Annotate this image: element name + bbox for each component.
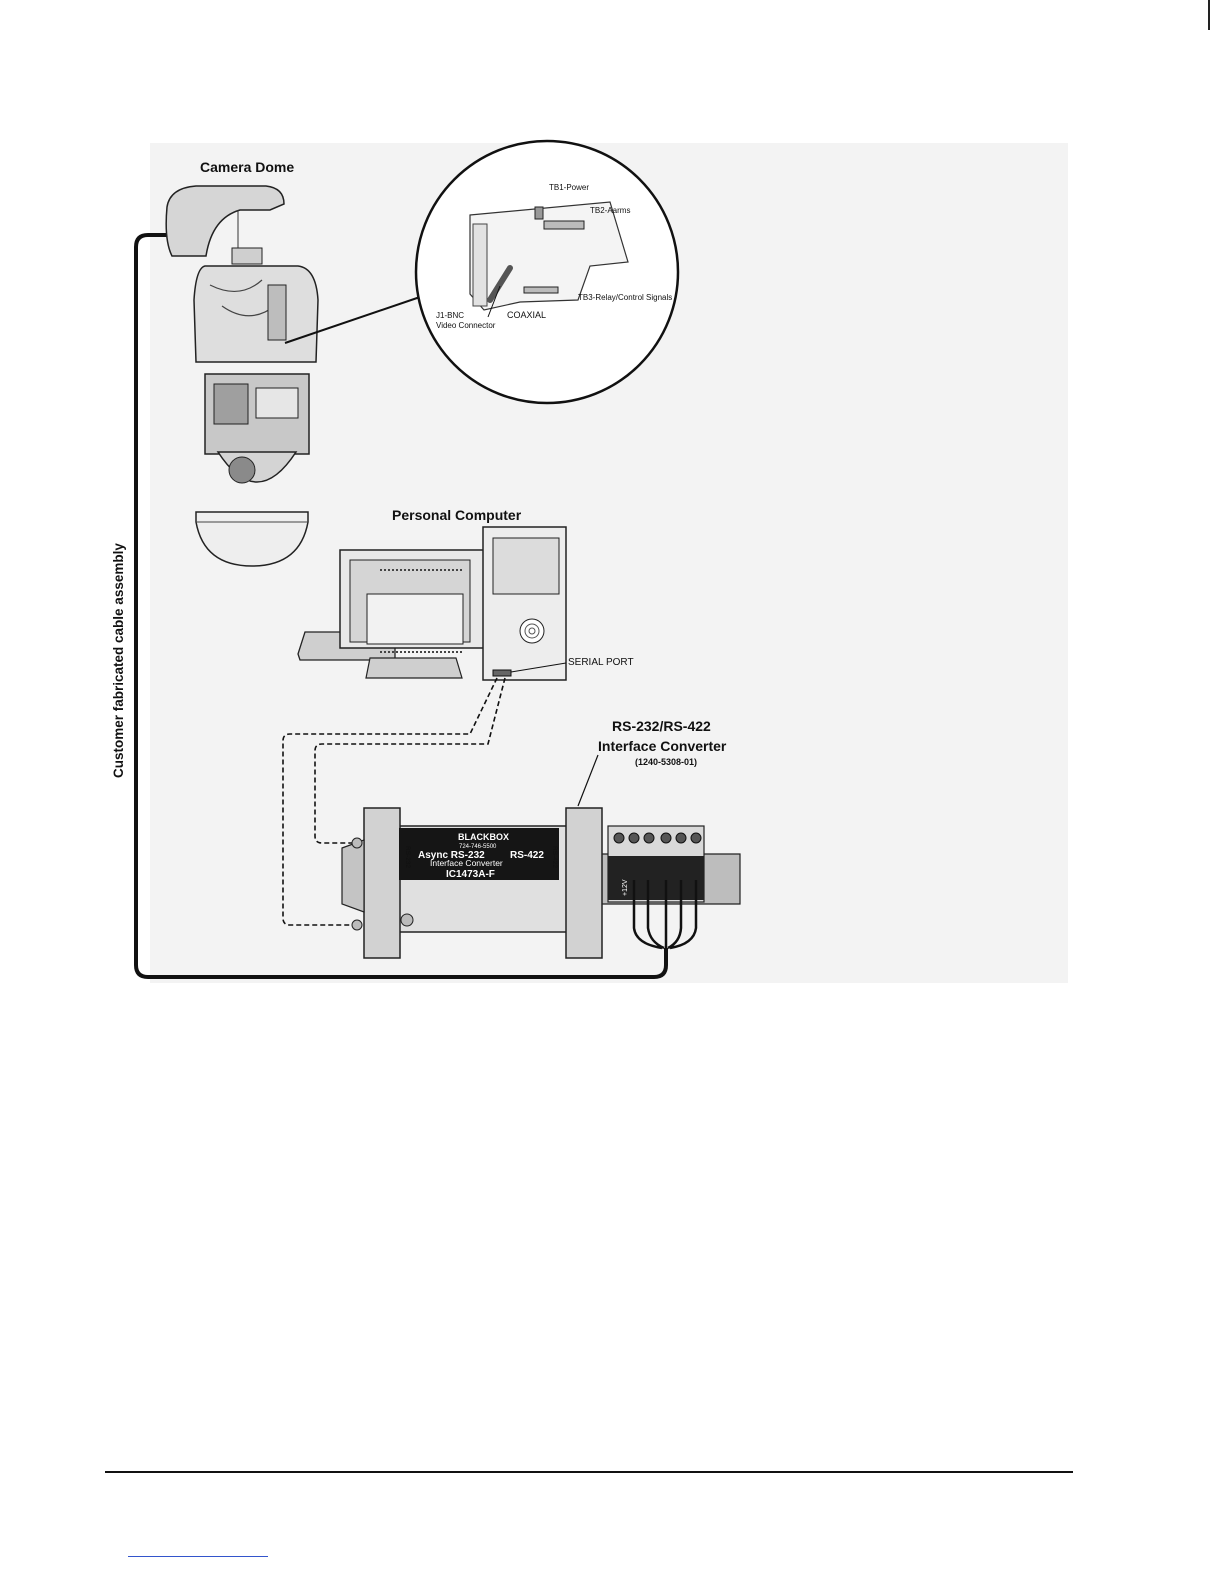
brand-text: BLACKBOX bbox=[458, 832, 509, 842]
iface-text: Interface Converter bbox=[430, 858, 503, 868]
personal-computer-label: Personal Computer bbox=[392, 507, 522, 523]
cable-assembly-label: Customer fabricated cable assembly bbox=[111, 543, 126, 778]
terminal-label-12v: +12V bbox=[622, 879, 629, 896]
converter-part-number: (1240-5308-01) bbox=[635, 757, 697, 767]
side-label-left: RS-232 bbox=[404, 846, 411, 868]
wiring-diagram: Customer fabricated cable assembly Camer… bbox=[0, 0, 1224, 1000]
footer-rule bbox=[105, 1471, 1073, 1473]
serial-port-label: SERIAL PORT bbox=[568, 657, 634, 668]
converter-end-cap-right bbox=[566, 808, 602, 958]
converter-end-cap-left bbox=[364, 808, 400, 958]
model-text: IC1473A-F bbox=[446, 869, 495, 880]
converter-title-1: RS-232/RS-422 bbox=[612, 718, 711, 734]
converter-title-2: Interface Converter bbox=[598, 738, 727, 754]
j1-label-line2: Video Connector bbox=[436, 321, 496, 330]
tb3-label: TB3-Relay/Control Signals bbox=[578, 293, 672, 302]
coaxial-label: COAXIAL bbox=[507, 310, 546, 320]
footer-link-underline bbox=[128, 1556, 268, 1557]
camera-dome-label: Camera Dome bbox=[200, 159, 294, 175]
tb1-label: TB1-Power bbox=[549, 183, 589, 192]
serial-port-connector bbox=[493, 670, 511, 676]
db25-connector bbox=[342, 840, 364, 912]
rs422-text: RS-422 bbox=[510, 850, 544, 861]
tb2-label: TB2-Aarms bbox=[590, 206, 630, 215]
j1-label-line1: J1-BNC bbox=[436, 311, 464, 320]
side-label-right: RS-422 bbox=[551, 846, 558, 868]
dome-housing bbox=[194, 266, 318, 362]
